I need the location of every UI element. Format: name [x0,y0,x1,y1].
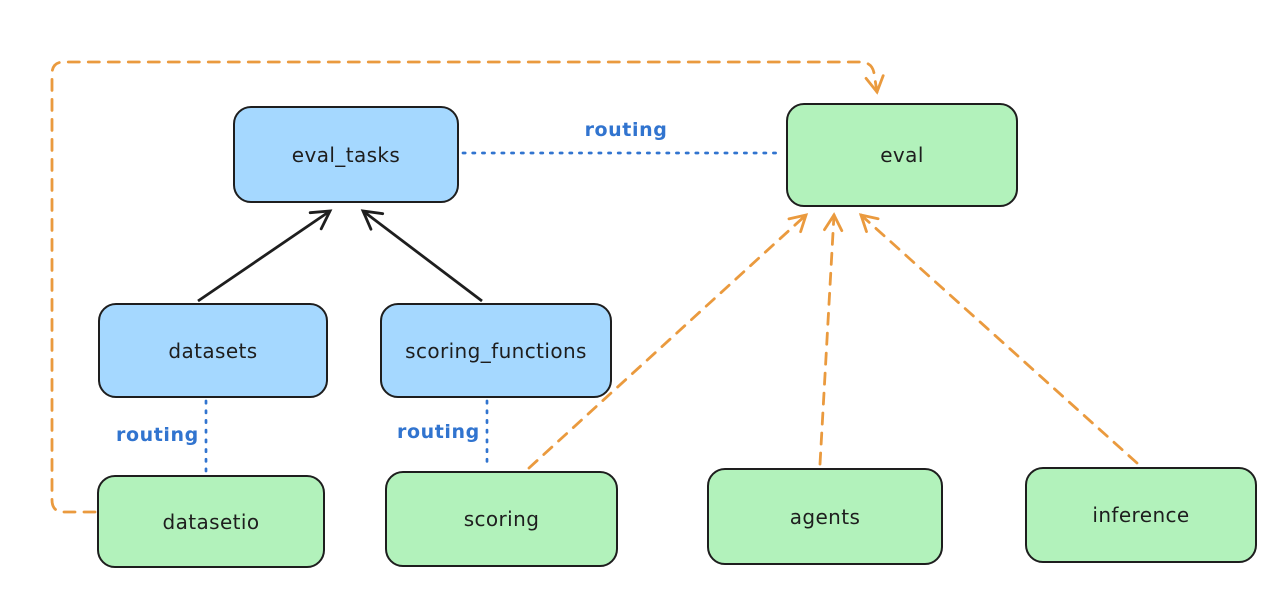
edge-scoring-functions-to-eval-tasks [360,209,483,303]
node-scoring-functions-label: scoring_functions [405,338,587,363]
edge-datasets-to-eval-tasks [197,209,333,303]
node-agents-label: agents [789,504,861,529]
edge-scoring-to-eval [527,213,809,470]
node-datasets: datasets [98,303,328,398]
node-eval-label: eval [880,143,924,167]
node-datasetio: datasetio [97,475,325,568]
edge-label-routing-datasets: routing [116,424,199,446]
edge-datasetio-to-eval [50,60,885,514]
node-eval-tasks-label: eval_tasks [291,142,401,167]
node-datasets-label: datasets [168,338,258,363]
node-inference-label: inference [1092,503,1190,527]
node-scoring-label: scoring [463,507,540,531]
node-scoring-functions: scoring_functions [380,303,612,398]
edge-agents-to-eval [818,212,844,466]
node-datasetio-label: datasetio [162,509,260,534]
edge-label-routing-scoring: routing [397,421,480,443]
node-agents: agents [707,468,943,565]
edge-inference-to-eval [858,213,1139,465]
node-inference: inference [1025,467,1257,563]
edge-label-routing-top: routing [584,119,668,141]
node-scoring: scoring [385,471,618,567]
node-eval: eval [786,103,1018,207]
node-eval-tasks: eval_tasks [233,106,459,203]
